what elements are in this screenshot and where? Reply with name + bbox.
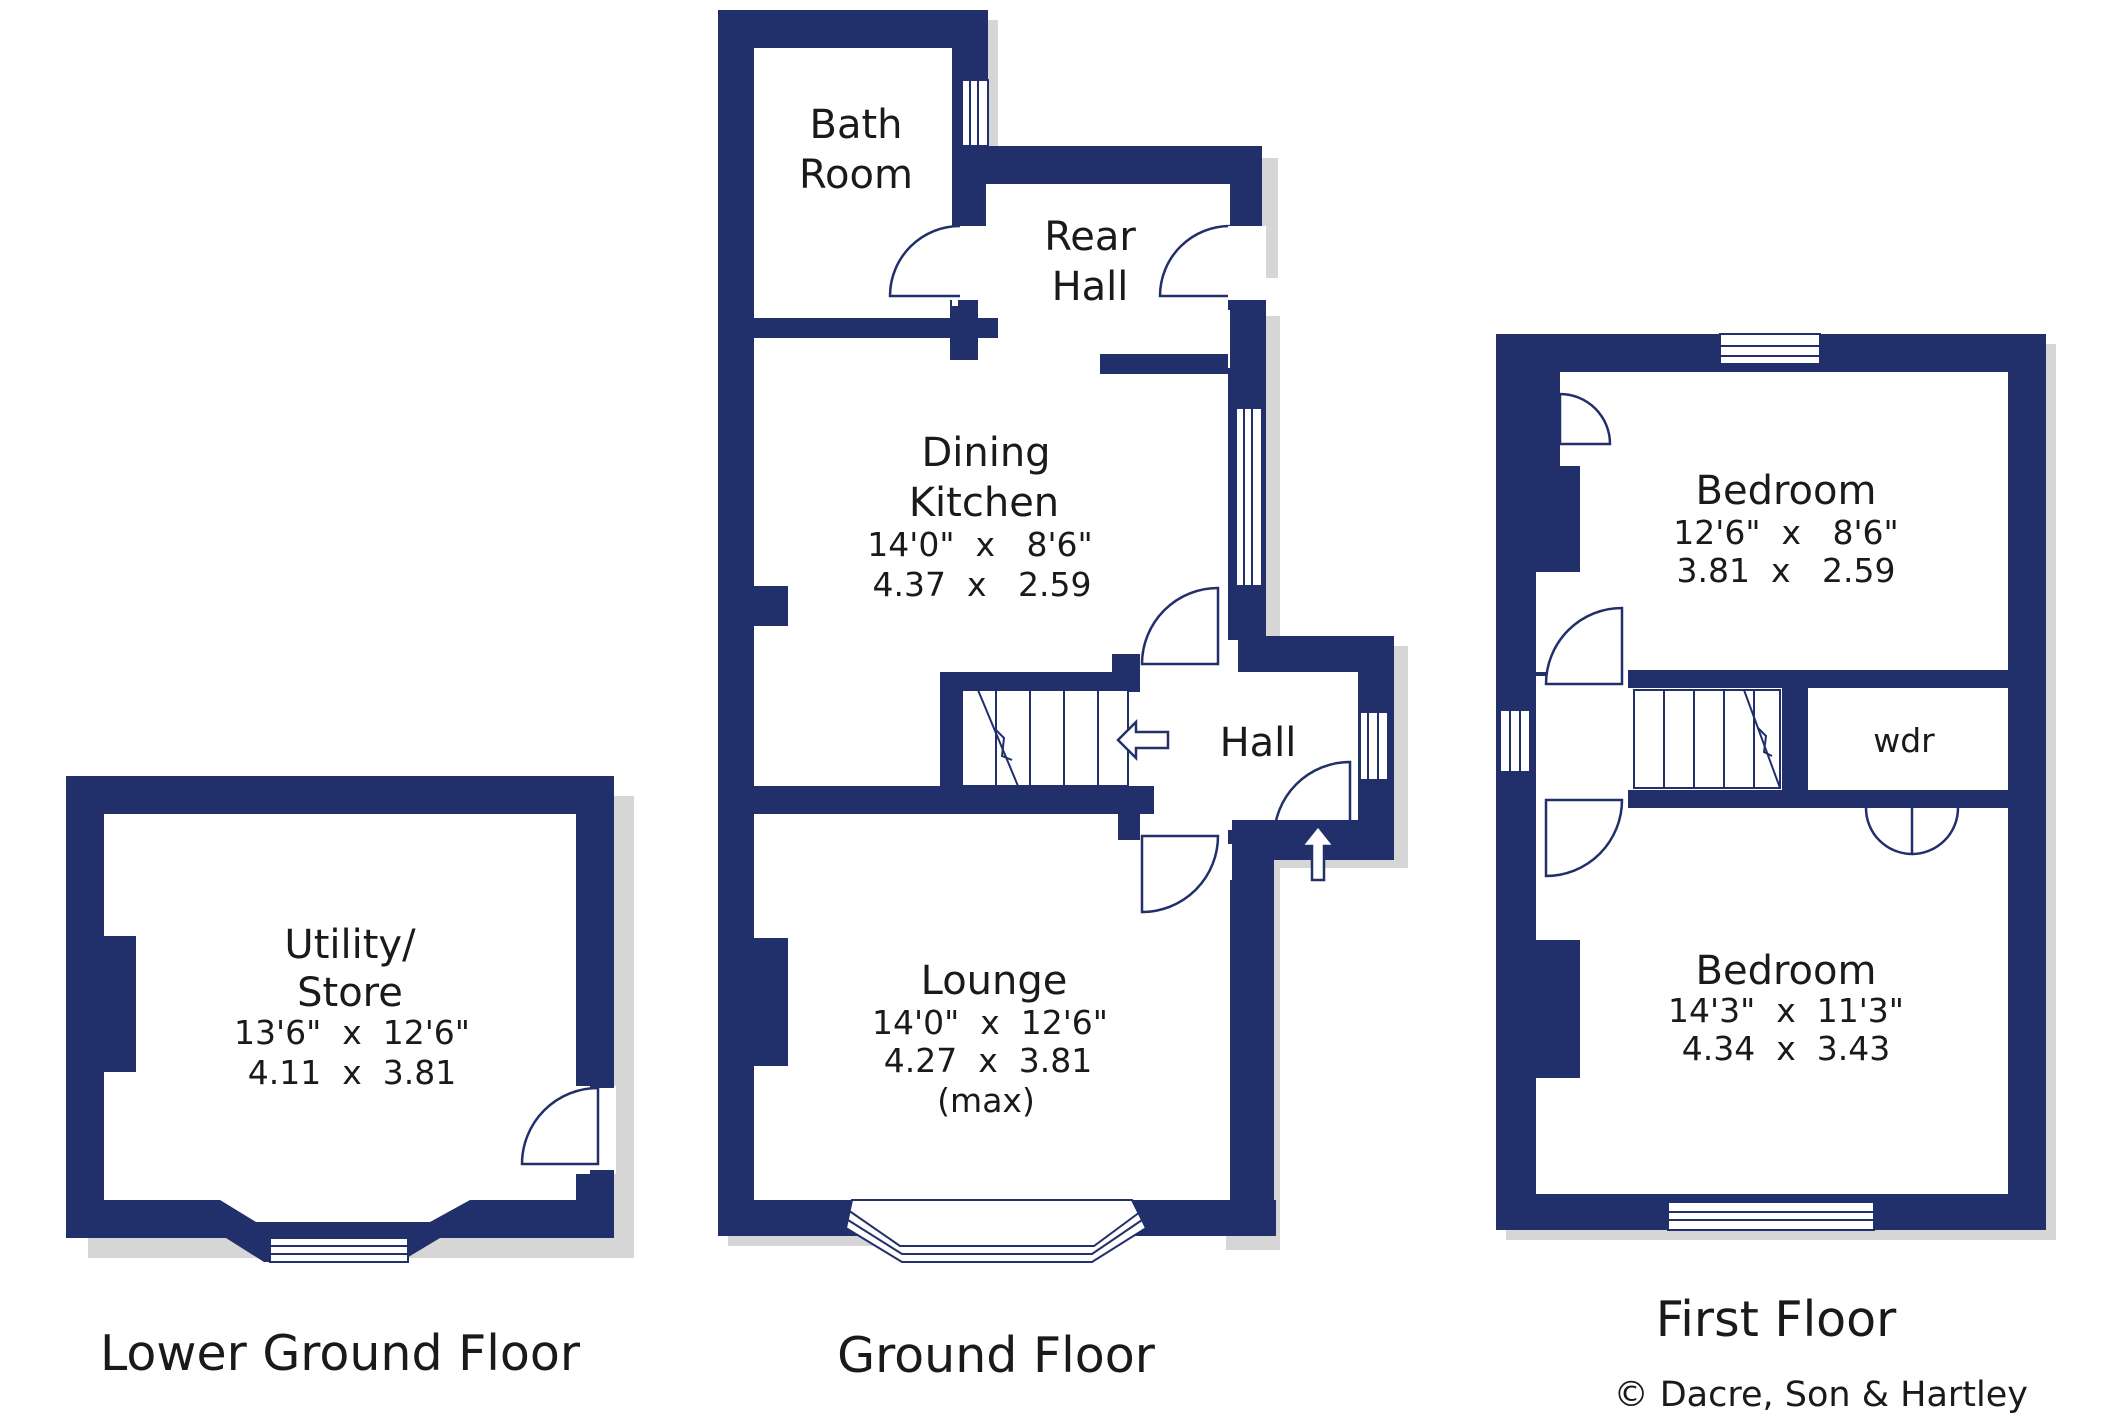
hall-name: Hall — [1220, 720, 1297, 766]
lower-ground-floor-plan — [66, 776, 634, 1263]
entrance-arrow — [1299, 823, 1337, 882]
bath-room-window — [961, 79, 989, 147]
utility-window — [269, 1237, 409, 1263]
bedroom-1-name: Bedroom — [1696, 468, 1877, 514]
ground-floor-plan — [718, 10, 1408, 1263]
utility-name-line1: Utility/ — [284, 922, 416, 968]
ground-floor-stairs — [961, 689, 1129, 787]
dining-kitchen-dim-imperial: 14'0" x 8'6" — [867, 525, 1092, 564]
lounge-dim-metric: 4.27 x 3.81 — [884, 1041, 1092, 1080]
utility-store-room — [104, 814, 576, 1222]
rear-hall-name-line1: Rear — [1044, 214, 1136, 260]
dining-kitchen-name-line2: Kitchen — [909, 480, 1059, 526]
bedroom-2-dim-metric: 4.34 x 3.43 — [1682, 1029, 1890, 1068]
copyright-notice: © Dacre, Son & Hartley — [1614, 1375, 2028, 1415]
wardrobe — [1808, 688, 2008, 790]
wardrobe-label: wdr — [1873, 721, 1935, 760]
rear-hall-name-line2: Hall — [1052, 264, 1129, 310]
utility-name-line2: Store — [297, 970, 403, 1016]
lounge-name: Lounge — [921, 958, 1068, 1004]
landing-window — [1499, 709, 1531, 773]
dining-kitchen-name-line1: Dining — [921, 430, 1050, 476]
bedroom-2 — [1536, 808, 2008, 1194]
bedroom-1-window — [1719, 333, 1821, 365]
lounge-dim-imperial: 14'0" x 12'6" — [872, 1003, 1108, 1042]
ground-floor-label: Ground Floor — [837, 1327, 1156, 1384]
lounge-bay-window — [844, 1199, 1148, 1263]
kitchen-window — [1235, 407, 1263, 587]
first-floor-label: First Floor — [1656, 1291, 1897, 1348]
entrance-hall — [1140, 672, 1358, 820]
bedroom-1-dim-metric: 3.81 x 2.59 — [1677, 551, 1896, 590]
hall-window — [1359, 711, 1389, 781]
first-floor-stairs — [1633, 689, 1781, 789]
dining-kitchen-dim-metric: 4.37 x 2.59 — [873, 565, 1092, 604]
lounge-note: (max) — [937, 1081, 1035, 1120]
bedroom-1 — [1536, 372, 2008, 670]
bedroom-2-dim-imperial: 14'3" x 11'3" — [1668, 991, 1904, 1030]
lower-ground-floor-label: Lower Ground Floor — [100, 1325, 581, 1382]
bath-room — [754, 48, 952, 318]
bedroom-2-name: Bedroom — [1696, 948, 1877, 994]
bedroom-1-dim-imperial: 12'6" x 8'6" — [1673, 513, 1898, 552]
first-floor-plan — [1496, 333, 2056, 1240]
lounge — [754, 814, 1230, 1200]
bath-name-line2: Room — [799, 152, 913, 198]
utility-dim-metric: 4.11 x 3.81 — [248, 1053, 456, 1092]
bath-name-line1: Bath — [810, 102, 903, 148]
utility-dim-imperial: 13'6" x 12'6" — [234, 1013, 470, 1052]
bedroom-2-window — [1667, 1201, 1875, 1231]
up-stairs-arrow — [1116, 718, 1170, 762]
